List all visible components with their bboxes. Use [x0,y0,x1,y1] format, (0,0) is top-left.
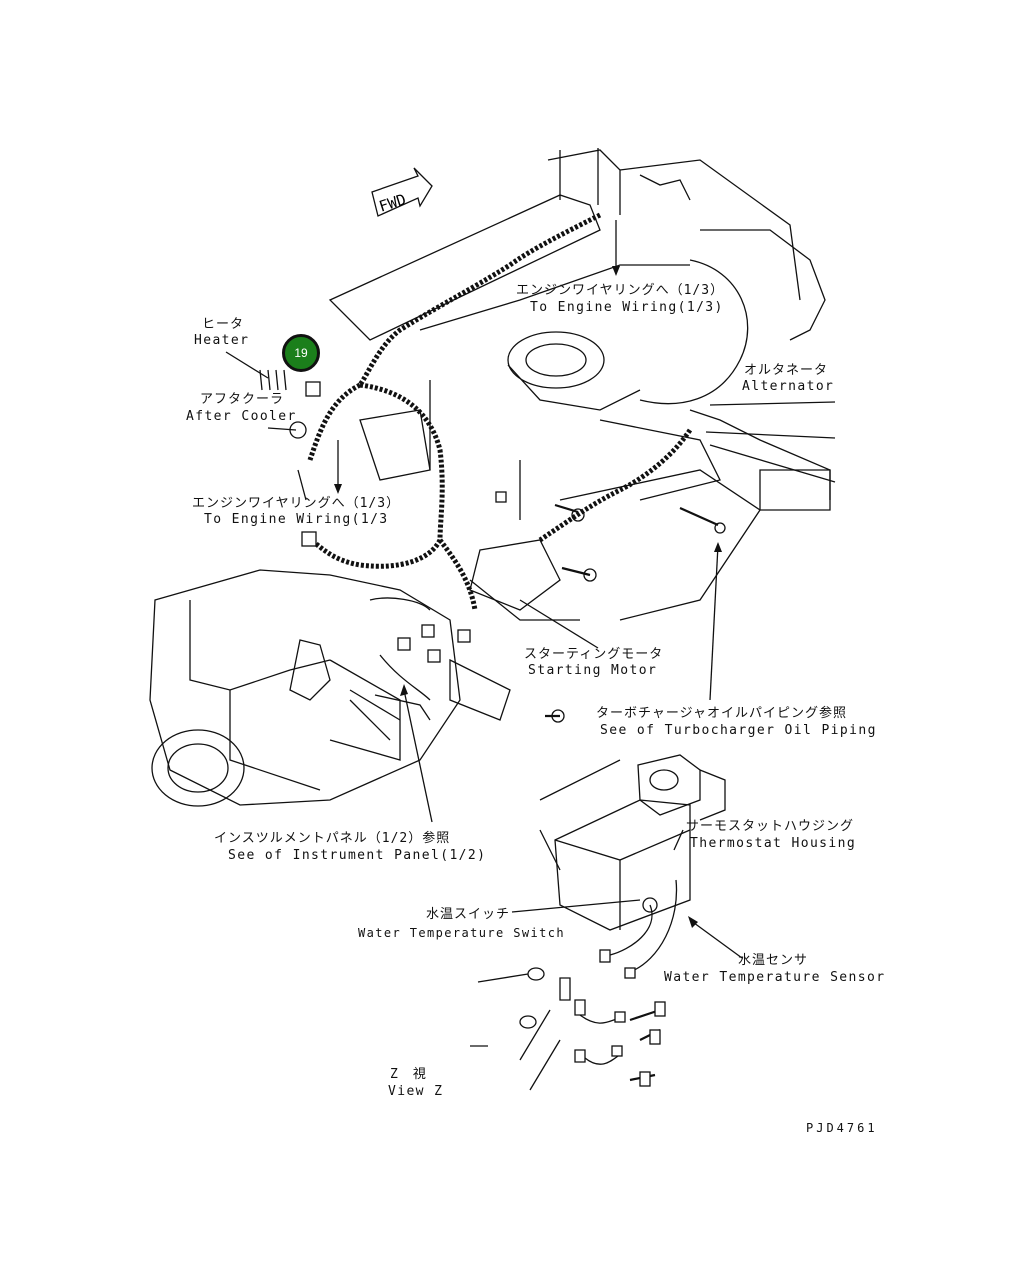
thermostat-housing-drawing [539,754,726,979]
after-cooler-label-jp: アフタクーラ [200,392,285,407]
view-z-label-en: View Z [388,1084,444,1099]
drawing-code: PJD4761 [806,1121,878,1135]
flywheel-housing-outline [149,569,461,807]
view-z-label-jp: Z 視 [390,1067,427,1082]
thermostat-housing-label-jp: サーモスタットハウジング [686,819,855,834]
thermostat-housing-label-en: Thermostat Housing [690,836,857,851]
instrument-panel-label-en: See of Instrument Panel(1/2) [228,848,487,863]
view-z-drawing [519,967,666,1091]
turbo-oil-piping-label-en: See of Turbocharger Oil Piping [600,723,877,738]
water-temp-switch-label-en: Water Temperature Switch [358,926,565,940]
starting-motor-label-en: Starting Motor [528,663,658,678]
water-temp-sensor-label-jp: 水温センサ [738,953,809,968]
instrument-panel-label-jp: インスツルメントパネル（1/2）参照 [214,831,451,846]
starting-motor-label-jp: スターティングモータ [524,647,664,662]
water-temp-switch-label-jp: 水温スイッチ [426,907,511,922]
connector-parts [259,369,726,723]
alternator-label-en: Alternator [742,379,835,394]
water-temp-sensor-label-en: Water Temperature Sensor [664,970,886,985]
leader-lines [225,220,836,1047]
engine-wiring-top-label-en: To Engine Wiring(1/3) [530,300,724,315]
engine-wiring-top-label-jp: エンジンワイヤリングへ（1/3） [516,283,725,298]
wiring-harness [307,212,693,611]
callout-badge-number: 19 [294,346,308,360]
engine-wiring-left-label-jp: エンジンワイヤリングへ（1/3） [192,496,401,511]
fwd-arrow-icon: FWD [371,167,433,217]
alternator-label-jp: オルタネータ [744,363,829,378]
callout-badge-19[interactable]: 19 [282,334,320,372]
heater-label-en: Heater [194,333,250,348]
engine-wiring-left-label-en: To Engine Wiring(1/3 [204,512,389,527]
turbo-oil-piping-label-jp: ターボチャージャオイルパイピング参照 [596,706,847,721]
heater-label-jp: ヒータ [202,317,245,332]
after-cooler-label-en: After Cooler [186,409,297,424]
